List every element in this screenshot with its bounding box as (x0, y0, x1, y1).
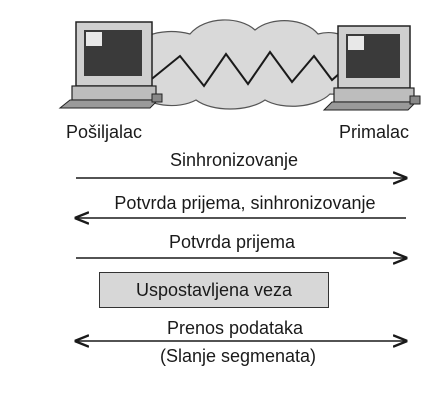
receiver-label: Primalac (338, 122, 410, 142)
transfer-sublabel: (Slanje segmenata) (159, 346, 317, 366)
message-ack: Potvrda prijema (168, 232, 296, 252)
connection-established-label: Uspostavljena veza (135, 279, 293, 300)
message-ack-sync: Potvrda prijema, sinhronizovanje (114, 193, 376, 213)
sender-label: Pošiljalac (65, 122, 143, 142)
receiver-computer-icon (322, 25, 421, 111)
network-link (147, 50, 349, 88)
transfer-label: Prenos podataka (166, 318, 304, 338)
message-sync: Sinhronizovanje (169, 150, 299, 170)
connection-established-box: Uspostavljena veza (99, 272, 329, 308)
sender-computer-icon (58, 21, 163, 109)
